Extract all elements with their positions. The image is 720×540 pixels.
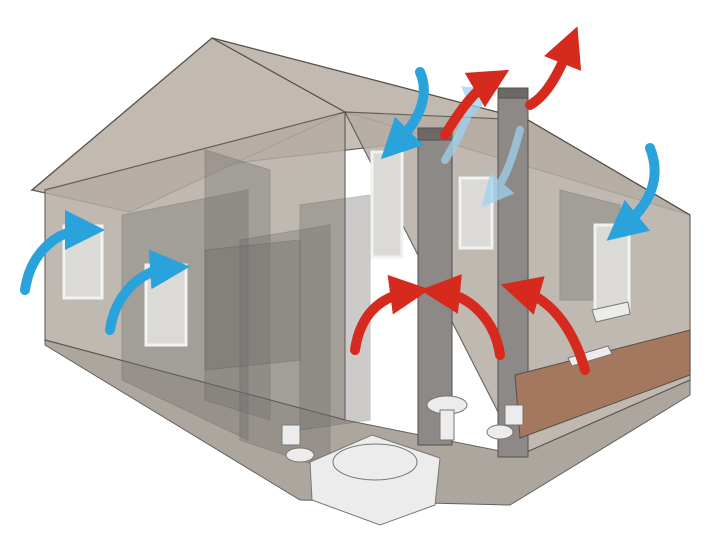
toilet-icon-right: [486, 404, 524, 440]
toilet-icon: [281, 424, 315, 463]
floor: [44, 339, 691, 506]
exhaust-arrows: [350, 26, 590, 375]
sink-counter-icon: [591, 301, 631, 323]
bathtub-icon: [309, 434, 441, 526]
sink-icon: [426, 395, 468, 441]
